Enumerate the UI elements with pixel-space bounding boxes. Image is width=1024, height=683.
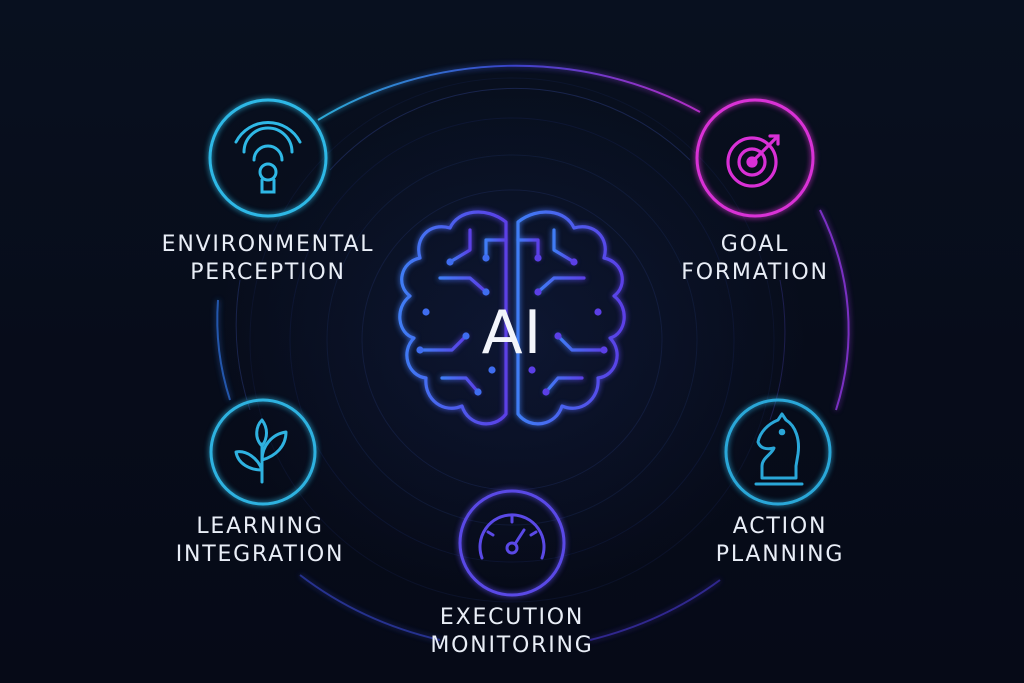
chess-knight-icon: [754, 412, 804, 486]
label-line: ENVIRONMENTAL: [161, 232, 375, 257]
label-line: MONITORING: [430, 633, 594, 658]
goal-formation-node: [695, 98, 815, 218]
execution-monitoring-label: EXECUTION MONITORING: [392, 604, 632, 660]
ai-center-text: AI: [481, 298, 543, 368]
brain-circuit-icon: [398, 210, 626, 426]
environmental-perception-node: [208, 98, 328, 218]
goal-formation-label: GOAL FORMATION: [640, 231, 870, 287]
learning-integration-node: [209, 398, 317, 506]
outer-ring: [216, 64, 850, 641]
gauge-icon: [478, 513, 546, 560]
sensor-bulb-icon: [234, 120, 302, 194]
label-line: GOAL: [720, 232, 790, 257]
environmental-perception-label: ENVIRONMENTAL PERCEPTION: [128, 231, 408, 287]
learning-integration-label: LEARNING INTEGRATION: [140, 513, 380, 569]
execution-monitoring-node: [458, 489, 566, 597]
label-line: FORMATION: [681, 260, 829, 285]
label-line: EXECUTION: [439, 605, 585, 630]
action-planning-label: ACTION PLANNING: [670, 513, 890, 569]
target-icon: [726, 134, 780, 188]
plant-leaf-icon: [234, 418, 288, 484]
brain-circuit-nodes: [416, 254, 608, 396]
label-line: LEARNING: [196, 514, 324, 539]
action-planning-node: [724, 398, 832, 506]
label-line: INTEGRATION: [175, 542, 345, 567]
label-line: PERCEPTION: [190, 260, 346, 285]
label-line: ACTION: [732, 514, 828, 539]
label-line: PLANNING: [715, 542, 845, 567]
